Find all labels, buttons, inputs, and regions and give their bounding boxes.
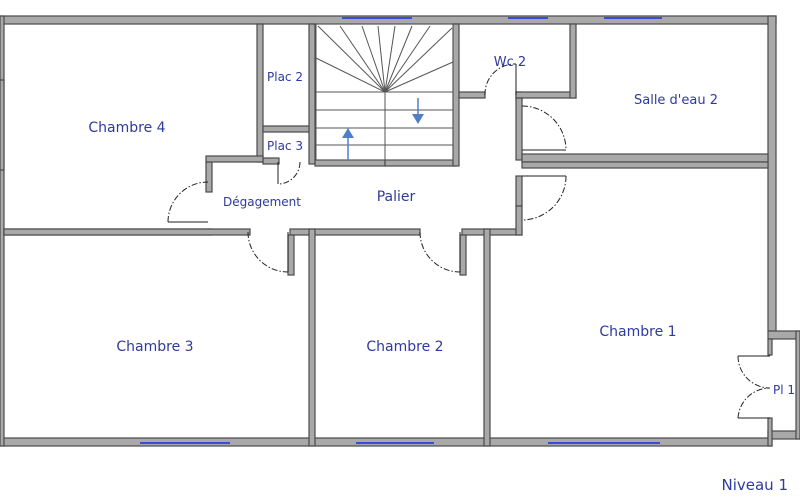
level-label: Niveau 1 [721,476,788,494]
wc2-bottom-wall-right [515,91,577,99]
wc2-bottom-wall [458,91,486,99]
degagement-left-wall [205,161,213,193]
label-wc2: Wc 2 [494,55,526,70]
chambre4-corner-wall [205,155,264,163]
label-chambre2: Chambre 2 [366,339,443,355]
label-pl1: Pl 1 [773,383,795,397]
stair-bottom-wall-right [384,159,456,167]
door-chambre3 [247,231,289,273]
label-degagement: Dégagement [223,195,301,209]
label-chambre3: Chambre 3 [116,339,193,355]
label-chambre1: Chambre 1 [599,324,676,340]
wc2-right-wall [569,23,577,99]
chambre1-top-left-wall [461,228,523,236]
label-plac3: Plac 3 [267,139,303,153]
room-labels: Chambre 4 Plac 2 Plac 3 Wc 2 Salle d'eau… [88,55,795,397]
door-chambre1 [521,175,567,221]
door-pl1 [737,355,771,419]
chambre4-right-wall [256,23,264,163]
doors [167,63,771,419]
door-wc2 [484,63,517,96]
staircase [315,23,454,161]
stair-right-wall [452,23,460,167]
interior-walls [0,23,769,447]
salle-eau2-bottom-wall [521,153,769,163]
chambre3-top-wall [3,228,251,236]
pl1-jamb-bottom [767,417,773,447]
palier-right-wall-mid [515,175,523,207]
pl1-jamb-top [767,338,773,356]
pl1-bottom-wall [767,430,800,440]
door-plac3 [277,161,301,185]
chambre2-chambre1-wall [483,228,491,447]
door-salle-eau2 [521,105,567,151]
label-chambre4: Chambre 4 [88,120,165,136]
right-wall-upper [767,15,777,332]
door-chambre2 [419,231,461,273]
door-chambre4 [167,181,209,223]
label-palier: Palier [377,189,416,205]
pl1-top-wall [767,330,800,340]
chambre4-left-notch [0,79,5,171]
chambre3-door-jamb [287,234,295,276]
stair-bottom-wall-left [314,159,386,167]
pl1-right-wall [795,330,800,440]
plac2-bottom-wall [262,125,312,133]
plac2-right-wall [308,23,316,165]
palier-right-wall-lower [515,205,523,236]
label-plac2: Plac 2 [267,70,303,84]
chambre3-chambre2-wall [308,228,316,447]
chambre1-top-wall [521,161,769,169]
plac3-bottom-wall-a [262,157,280,165]
label-salle-eau2: Salle d'eau 2 [634,93,718,108]
windows [140,17,662,444]
chambre2-door-jamb [459,234,467,276]
stair-arrow-up-icon [342,128,354,160]
palier-right-wall-upper [515,97,523,161]
stair-arrow-down-icon [412,98,424,124]
